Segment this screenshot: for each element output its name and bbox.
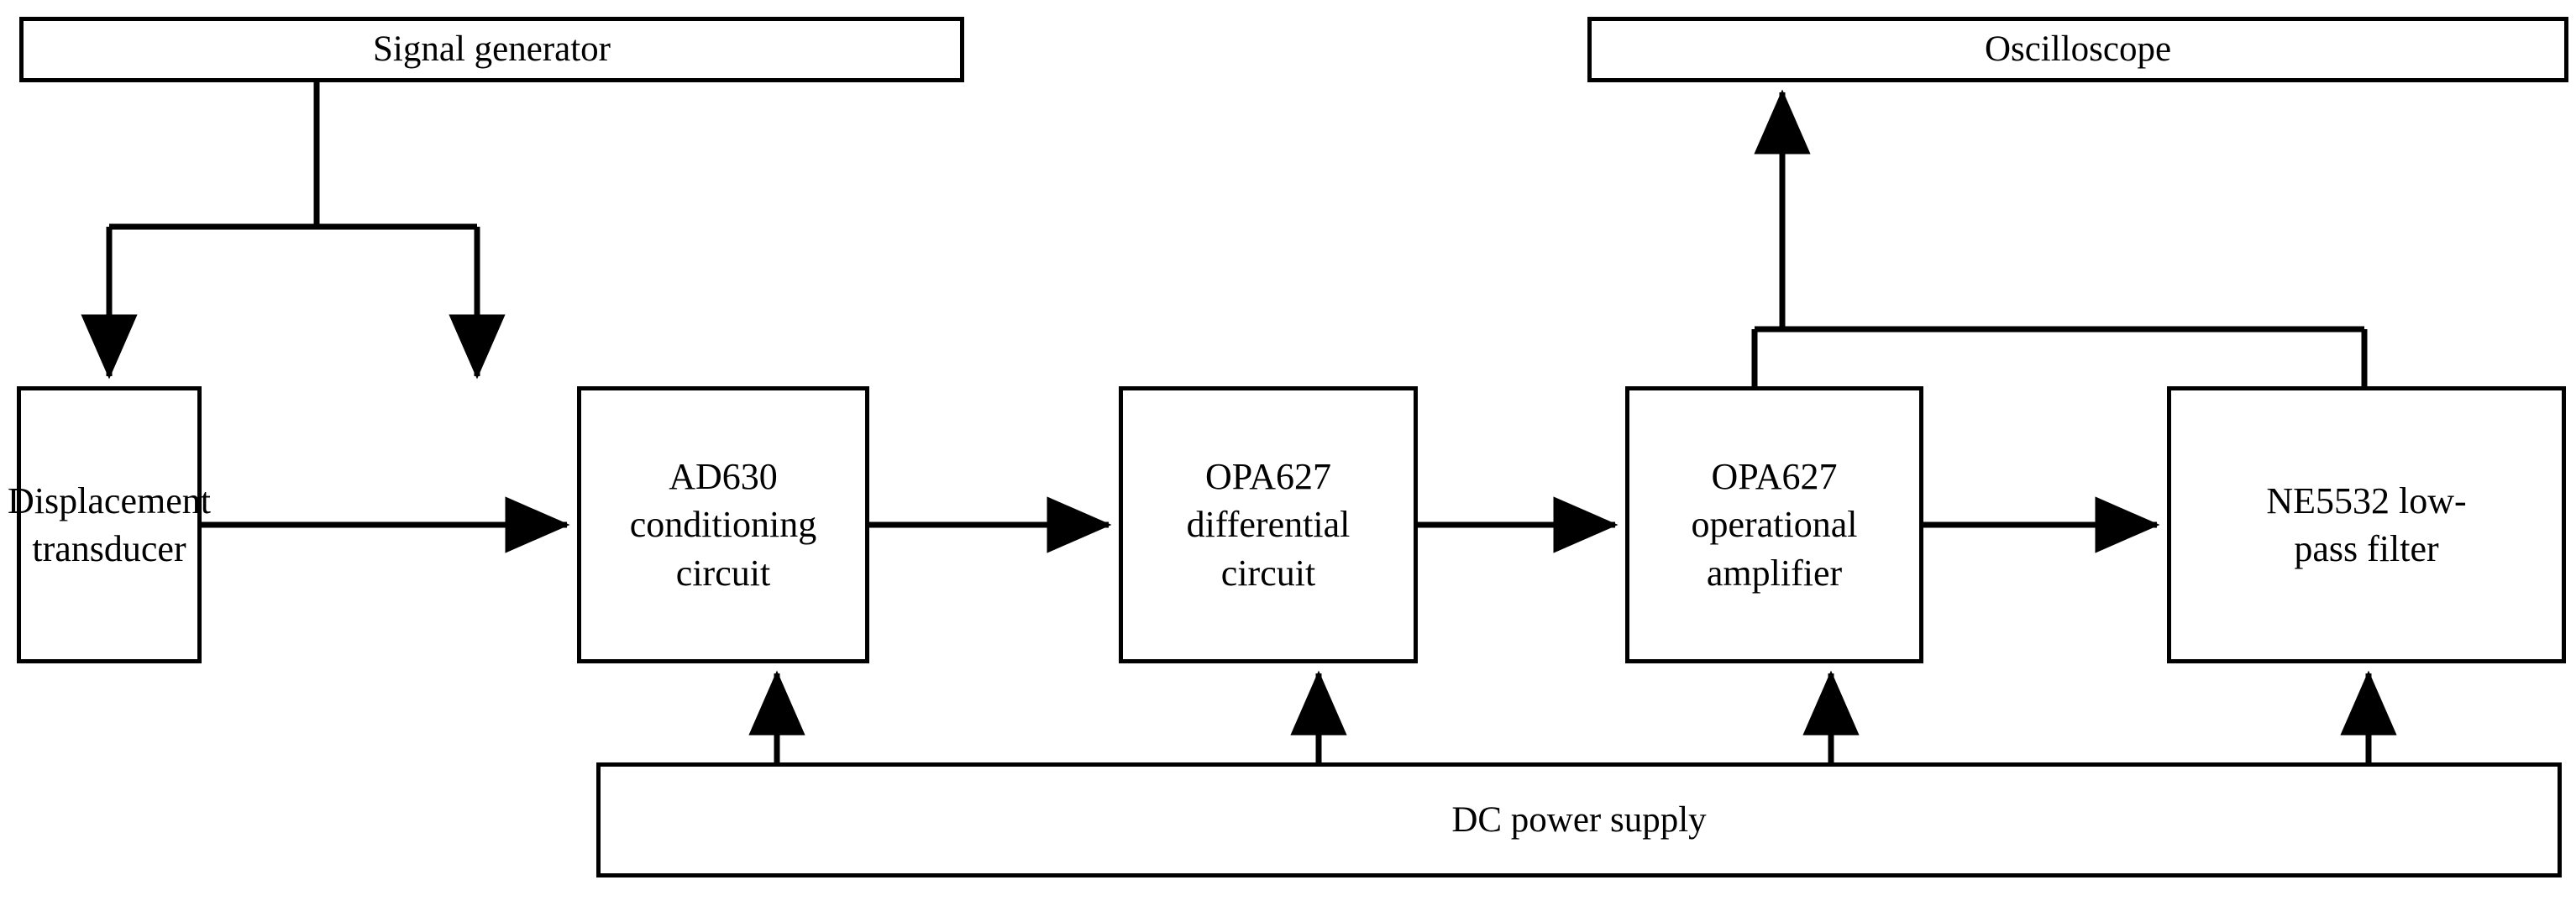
node-label-signal-generator: Signal generator	[373, 29, 611, 70]
node-ne5532-low-pass-filter[interactable]: NE5532 low- pass filter	[2167, 386, 2566, 663]
node-signal-generator[interactable]: Signal generator	[19, 17, 964, 82]
node-label-oscilloscope: Oscilloscope	[1984, 29, 2172, 70]
node-dc-power-supply[interactable]: DC power supply	[596, 762, 2562, 877]
node-ad630-conditioning-circuit[interactable]: AD630 conditioning circuit	[577, 386, 869, 663]
node-opa627-operational-amplifier[interactable]: OPA627 operational amplifier	[1625, 386, 1923, 663]
node-opa627-differential-circuit[interactable]: OPA627 differential circuit	[1119, 386, 1418, 663]
node-label-displacement-transducer: Displacement transducer	[8, 479, 211, 569]
node-label-opa627-differential-circuit: OPA627 differential circuit	[1186, 456, 1351, 594]
node-label-ne5532-low-pass-filter: NE5532 low- pass filter	[2266, 479, 2467, 569]
node-oscilloscope[interactable]: Oscilloscope	[1587, 17, 2568, 82]
node-label-dc-power-supply: DC power supply	[1451, 799, 1707, 840]
node-label-ad630-conditioning-circuit: AD630 conditioning circuit	[629, 456, 817, 594]
node-displacement-transducer[interactable]: Displacement transducer	[8, 386, 211, 663]
node-label-opa627-operational-amplifier: OPA627 operational amplifier	[1691, 456, 1858, 594]
